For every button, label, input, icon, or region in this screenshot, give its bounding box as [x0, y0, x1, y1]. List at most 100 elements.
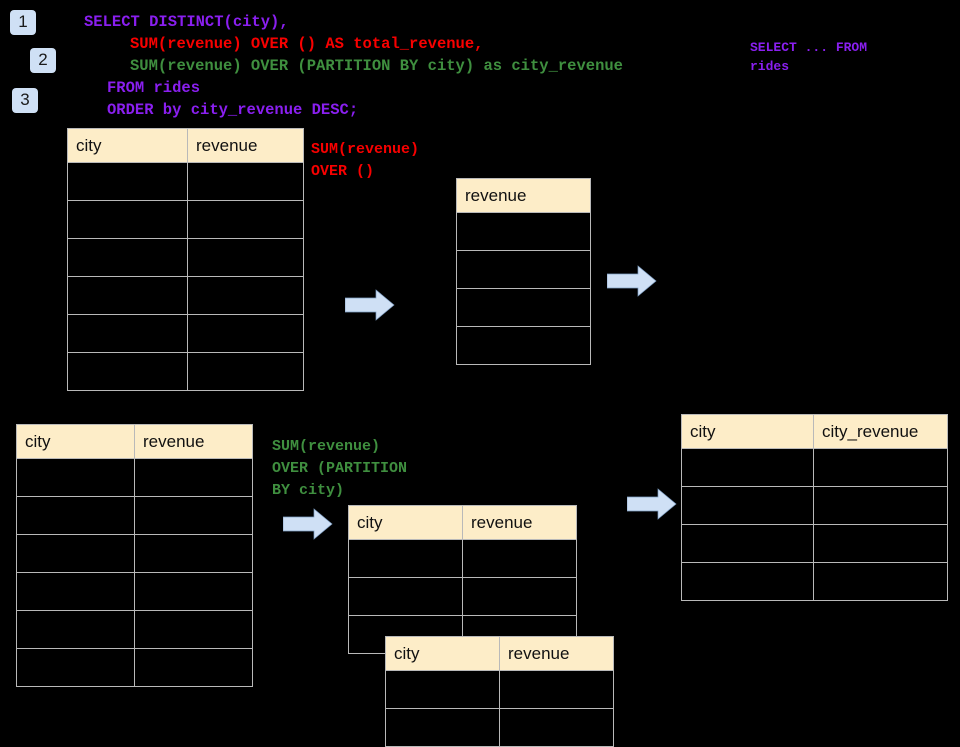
- annotation-sum-over-partition: SUM(revenue) OVER (PARTITION BY city): [272, 438, 408, 499]
- cell-revenue: [187, 352, 304, 391]
- cell-revenue: [134, 610, 253, 649]
- column-header-city-revenue: city_revenue: [813, 414, 948, 449]
- column-header-revenue: revenue: [456, 178, 591, 213]
- step-badge-2: 2: [30, 48, 56, 73]
- table-row: [456, 326, 591, 365]
- cell-revenue: [134, 458, 253, 497]
- cell-revenue: [187, 314, 304, 353]
- arrow-right-icon-4: [627, 488, 677, 520]
- cell-revenue: [134, 534, 253, 573]
- table-row: [348, 577, 577, 616]
- cell-revenue: [134, 648, 253, 687]
- cell-city-revenue: [813, 562, 948, 601]
- cell-city: [385, 670, 500, 709]
- step-badge-3: 3: [12, 88, 38, 113]
- table-row: [681, 486, 948, 525]
- table-header-row: city revenue: [16, 424, 253, 459]
- table-header-row: revenue: [456, 178, 591, 213]
- table-header-row: city revenue: [348, 505, 577, 540]
- cell-revenue: [456, 250, 591, 289]
- cell-city: [681, 524, 814, 563]
- cell-city: [67, 352, 188, 391]
- cell-city: [348, 577, 463, 616]
- arrow-right-icon-3: [283, 508, 333, 540]
- cell-revenue: [187, 200, 304, 239]
- annotation-sum-over-empty: SUM(revenue) OVER (): [311, 141, 420, 180]
- table-row: [348, 539, 577, 578]
- cell-revenue: [134, 496, 253, 535]
- sql-line-order-by: ORDER by city_revenue DESC;: [107, 101, 359, 119]
- cell-revenue: [187, 162, 304, 201]
- table-row: [385, 708, 614, 747]
- cell-revenue: [187, 276, 304, 315]
- table-row: [681, 562, 948, 601]
- cell-revenue: [456, 212, 591, 251]
- cell-revenue: [499, 708, 614, 747]
- cell-city: [681, 562, 814, 601]
- diagram-canvas: 1 2 3 SELECT DISTINCT(city), SUM(revenue…: [10, 10, 948, 747]
- table-row: [681, 524, 948, 563]
- table-row: [67, 352, 304, 391]
- sidenote-select-from-rides: SELECT ... FROM rides: [750, 40, 868, 74]
- table-row: [67, 238, 304, 277]
- column-header-revenue: revenue: [462, 505, 577, 540]
- cell-city: [16, 648, 135, 687]
- table-source-bottom: city revenue: [16, 424, 253, 687]
- cell-city: [67, 238, 188, 277]
- cell-city: [16, 610, 135, 649]
- cell-revenue: [187, 238, 304, 277]
- table-header-row: city revenue: [385, 636, 614, 671]
- cell-city: [348, 539, 463, 578]
- cell-revenue: [462, 577, 577, 616]
- table-row: [16, 572, 253, 611]
- cell-city: [16, 572, 135, 611]
- column-header-revenue: revenue: [499, 636, 614, 671]
- cell-city: [67, 276, 188, 315]
- cell-city: [385, 708, 500, 747]
- cell-city-revenue: [813, 524, 948, 563]
- sql-line-from-rides: FROM rides: [107, 79, 201, 97]
- column-header-city: city: [681, 414, 814, 449]
- column-header-revenue: revenue: [134, 424, 253, 459]
- table-row: [456, 288, 591, 327]
- cell-city: [67, 162, 188, 201]
- cell-city: [16, 534, 135, 573]
- table-row: [16, 496, 253, 535]
- column-header-city: city: [67, 128, 188, 163]
- table-row: [16, 648, 253, 687]
- cell-city: [16, 458, 135, 497]
- arrow-right-icon-2: [607, 265, 657, 297]
- step-badge-1: 1: [10, 10, 36, 35]
- table-partition-front: city revenue: [385, 636, 614, 747]
- table-total-revenue: revenue: [456, 178, 591, 365]
- table-row: [16, 458, 253, 497]
- sql-line-select-distinct: SELECT DISTINCT(city),: [84, 13, 289, 31]
- cell-revenue: [456, 326, 591, 365]
- sql-line-sum-over-partition: SUM(revenue) OVER (PARTITION BY city) as…: [130, 57, 623, 75]
- cell-city-revenue: [813, 486, 948, 525]
- table-row: [681, 448, 948, 487]
- cell-city: [681, 448, 814, 487]
- column-header-city: city: [348, 505, 463, 540]
- cell-revenue: [456, 288, 591, 327]
- cell-revenue: [462, 539, 577, 578]
- arrow-right-icon-1: [345, 289, 395, 321]
- table-row: [67, 314, 304, 353]
- table-header-row: city city_revenue: [681, 414, 948, 449]
- cell-revenue: [134, 572, 253, 611]
- table-source-top: city revenue: [67, 128, 304, 391]
- cell-city: [67, 200, 188, 239]
- table-row: [16, 534, 253, 573]
- table-result: city city_revenue: [681, 414, 948, 601]
- table-row: [456, 212, 591, 251]
- sql-line-sum-over-empty: SUM(revenue) OVER () AS total_revenue,: [130, 35, 484, 53]
- table-row: [385, 670, 614, 709]
- table-row: [67, 276, 304, 315]
- cell-city: [67, 314, 188, 353]
- table-row: [16, 610, 253, 649]
- column-header-revenue: revenue: [187, 128, 304, 163]
- cell-city: [16, 496, 135, 535]
- cell-revenue: [499, 670, 614, 709]
- column-header-city: city: [385, 636, 500, 671]
- cell-city-revenue: [813, 448, 948, 487]
